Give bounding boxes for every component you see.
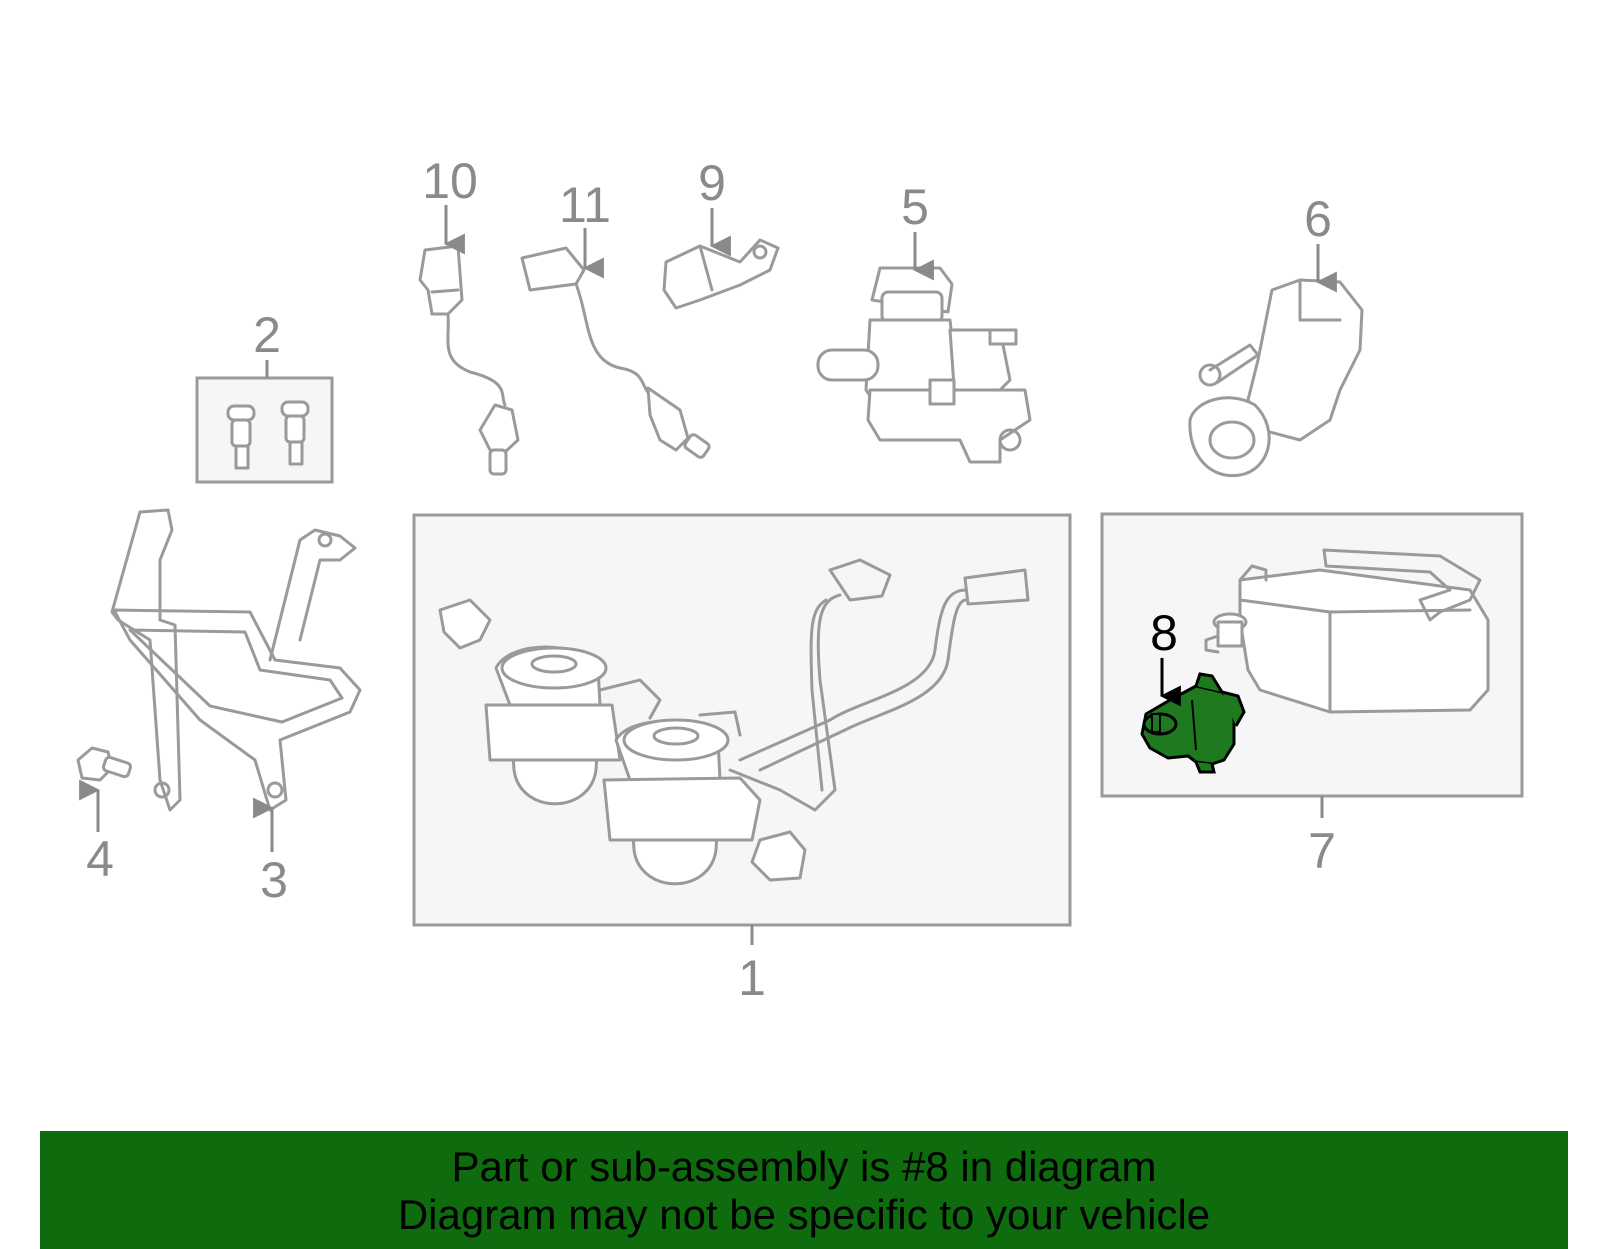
callout-2: 2 [253,307,281,378]
callout-10: 10 [422,153,478,255]
callout-5: 5 [901,179,934,281]
callout-5-label: 5 [901,179,929,235]
callout-4-label: 4 [86,831,114,887]
callout-11: 11 [559,177,611,279]
banner-line-2: Diagram may not be specific to your vehi… [397,1191,1211,1238]
callout-8-label: 8 [1150,605,1178,661]
banner-line-1: Part or sub-assembly is #8 in diagram [451,1143,1157,1190]
callout-2-label: 2 [253,307,281,363]
callout-6: 6 [1304,191,1337,293]
part-3-bracket[interactable] [110,508,362,812]
part-11-oxygen-sensor[interactable] [520,246,711,459]
callout-7-label: 7 [1308,823,1336,879]
callout-1-label: 1 [738,950,766,1006]
callout-3: 3 [253,797,288,908]
callout-4: 4 [79,779,114,887]
callout-11-label: 11 [559,177,611,233]
part-4-bolt[interactable] [76,746,132,782]
part-5-valve-assembly[interactable] [816,266,1032,464]
callout-10-label: 10 [422,153,478,209]
info-banner: Part or sub-assembly is #8 in diagram Di… [40,1131,1568,1249]
part-1-air-pump-assembly[interactable] [412,513,1072,927]
callout-1: 1 [738,925,766,1006]
part-9-sensor[interactable] [662,238,780,310]
callout-7: 7 [1308,796,1336,879]
callout-8: 8 [1150,605,1181,707]
callout-9: 9 [698,155,731,257]
part-7-canister-assembly[interactable] [1100,512,1524,798]
part-2-fastener-kit[interactable] [195,376,334,484]
part-10-oxygen-sensor[interactable] [418,244,520,476]
callout-9-label: 9 [698,155,726,211]
part-6-valve[interactable] [1188,278,1364,478]
callout-6-label: 6 [1304,191,1332,247]
callout-3-label: 3 [260,852,288,908]
